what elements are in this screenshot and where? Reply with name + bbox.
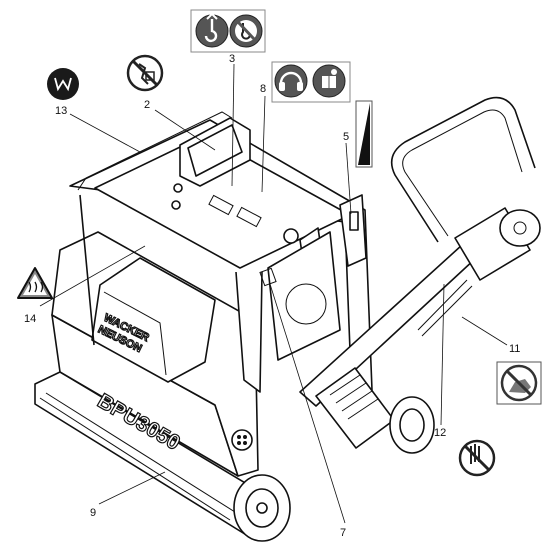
read-manual-icon [312, 64, 346, 98]
decal-8-ppe [271, 61, 351, 103]
callout-12: 12 [434, 427, 446, 439]
decal-3-lifting [190, 9, 266, 53]
callout-11: 11 [509, 343, 520, 355]
no-access-icon [126, 54, 164, 92]
transport-wheel-rear [389, 396, 435, 454]
callout-14: 14 [24, 313, 36, 325]
callout-8: 8 [260, 83, 266, 95]
throttle-wedge-icon [355, 100, 373, 168]
no-lift-icon [496, 361, 542, 405]
transport-wheel-front [233, 474, 291, 542]
callout-7: 7 [340, 527, 346, 539]
ear-protection-icon [274, 64, 308, 98]
leader-lines [39, 63, 508, 524]
no-hand-icon [458, 439, 496, 477]
engine-cover [91, 257, 216, 383]
vent-grille [231, 429, 253, 451]
no-hook-icon [229, 14, 263, 48]
callout-3: 3 [229, 53, 235, 65]
guide-handle [299, 96, 541, 407]
callout-13: 13 [55, 105, 67, 117]
manufacturer-logo-icon [47, 68, 79, 100]
callout-2: 2 [144, 99, 150, 111]
callout-numbers: 3 2 8 5 13 14 9 7 11 12 [24, 53, 520, 539]
hot-surface-warning-icon [17, 267, 53, 299]
callout-5: 5 [343, 131, 349, 143]
plate-compactor: WACKER NEUSON BPU3050 [34, 96, 541, 542]
lifting-hook-icon [195, 12, 229, 48]
callout-9: 9 [90, 507, 96, 519]
